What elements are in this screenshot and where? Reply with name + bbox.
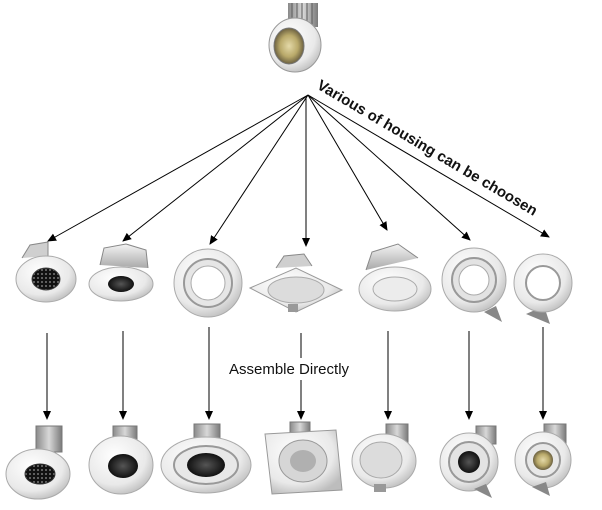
housing-5	[358, 243, 432, 312]
assembled-4	[264, 421, 343, 495]
assembled-6	[439, 425, 499, 498]
housing-note: Various of housing can be choosen	[314, 77, 540, 220]
assembled-3	[160, 423, 252, 494]
housing-4	[248, 253, 344, 313]
housing-2	[88, 243, 154, 302]
assembly-arrows	[43, 327, 547, 420]
housing-1	[15, 241, 77, 303]
housing-3	[173, 248, 243, 318]
assemble-note: Assemble Directly	[229, 361, 350, 378]
housing-7	[513, 253, 573, 324]
assembled-5	[351, 423, 417, 492]
fan-out-arrows	[47, 94, 550, 247]
assembled-2	[88, 425, 154, 495]
assembled-1	[5, 425, 71, 500]
led-module	[268, 3, 322, 73]
assembled-7	[514, 423, 572, 496]
housing-6	[441, 247, 507, 322]
